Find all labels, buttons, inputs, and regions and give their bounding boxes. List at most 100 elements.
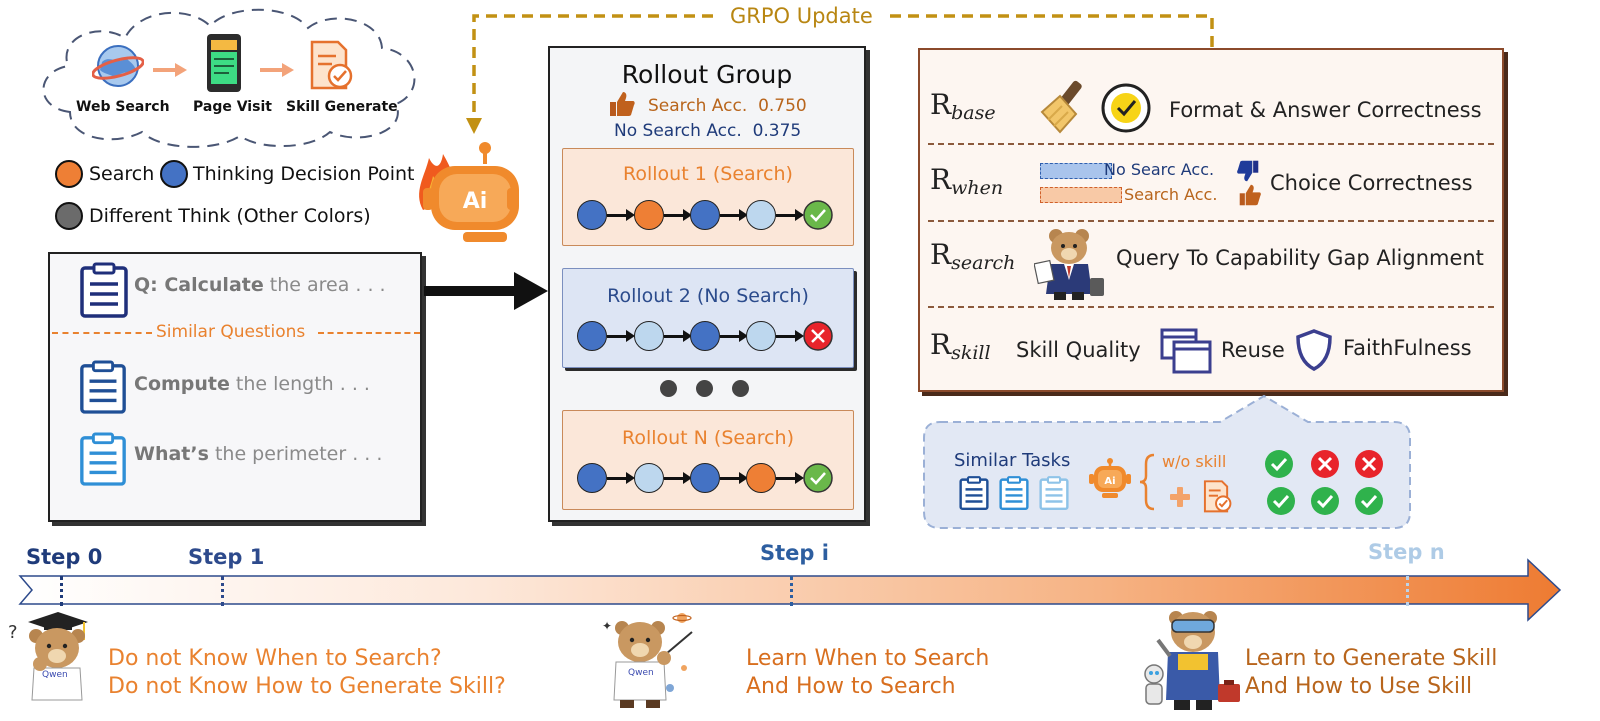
nosearch-acc-label: No Search Acc. xyxy=(614,121,742,141)
caption-stage-n-line2: And How to Use Skill xyxy=(1245,674,1473,699)
ellipsis-dot xyxy=(732,380,749,397)
plus-icon xyxy=(1168,485,1192,509)
chain-node xyxy=(746,321,776,351)
search-bar xyxy=(1040,187,1122,203)
wo-skill-label: w/o skill xyxy=(1162,452,1227,471)
similar-divider-left xyxy=(52,332,152,334)
bear-engineer-icon xyxy=(1138,604,1242,714)
r-when-search: Search Acc. xyxy=(1124,185,1218,204)
clipboard-icon xyxy=(1038,476,1070,510)
nosearch-acc: No Search Acc. 0.375 xyxy=(614,121,801,141)
result-cross-icon xyxy=(1354,449,1384,479)
r-skill-sub: skill xyxy=(951,342,991,364)
chain-arrow xyxy=(720,209,748,221)
r-search-label: Rsearch xyxy=(930,238,1015,274)
timeline-step-1: Step 1 xyxy=(188,545,265,569)
result-check-icon xyxy=(1264,449,1294,479)
timeline-step-i: Step i xyxy=(760,541,829,565)
similar-question-3-bold: What’s xyxy=(134,443,209,465)
r-skill-r: R xyxy=(930,328,952,361)
rollout-2-title: Rollout 2 (No Search) xyxy=(607,285,809,307)
caption-stage-0-line2: Do not Know How to Generate Skill? xyxy=(108,674,506,699)
chain-arrow xyxy=(607,209,635,221)
main-question-rest: the area . . . xyxy=(263,274,386,296)
bear-student-icon: ? xyxy=(4,608,88,708)
legend-thinking-label: Thinking Decision Point xyxy=(193,163,415,185)
similar-tasks-title: Similar Tasks xyxy=(954,450,1071,471)
grpo-update-loop xyxy=(460,0,1230,135)
ai-robot-icon: Ai xyxy=(413,140,525,246)
ellipsis-dot xyxy=(660,380,677,397)
bear-businessman-icon xyxy=(1033,226,1106,302)
caption-stage-n-line1: Learn to Generate Skill xyxy=(1245,646,1498,671)
r-base-sub: base xyxy=(951,102,996,124)
clipboard-icon xyxy=(78,360,128,414)
legend-search-dot xyxy=(55,160,83,188)
chain-arrow xyxy=(776,472,804,484)
r-base-text: Format & Answer Correctness xyxy=(1169,98,1482,122)
chain-node xyxy=(577,321,607,351)
svg-text:✦: ✦ xyxy=(602,619,612,633)
r-when-label: Rwhen xyxy=(930,163,1003,199)
chain-node xyxy=(577,200,607,230)
clipboard-icon xyxy=(78,432,128,486)
legend-search-label: Search xyxy=(89,163,155,185)
r-search-r: R xyxy=(930,238,952,271)
main-question: Q: Calculate the area . . . xyxy=(134,274,386,296)
page-visit-icon xyxy=(205,32,243,94)
cross-icon xyxy=(802,320,834,352)
chain-node xyxy=(690,321,720,351)
r-skill-label: Rskill xyxy=(930,328,991,364)
chain-node xyxy=(634,321,664,351)
nosearch-acc-value: 0.375 xyxy=(752,121,802,141)
similar-divider-right xyxy=(318,332,420,334)
r-when-r: R xyxy=(930,163,952,196)
r-when-nosearch: No Searc Acc. xyxy=(1104,160,1215,179)
chain-arrow xyxy=(720,330,748,342)
rewards-separator xyxy=(928,143,1494,145)
similar-questions-label: Similar Questions xyxy=(156,322,306,342)
arrow-right-icon xyxy=(153,62,187,77)
ellipsis-dot xyxy=(696,380,713,397)
bear-teacher-icon: ✦ xyxy=(598,608,698,712)
chain-node xyxy=(746,200,776,230)
grpo-update-label: GRPO Update xyxy=(730,4,873,28)
flow-step-label: Skill Generate xyxy=(286,99,398,115)
timeline-tick-1 xyxy=(221,576,224,606)
result-cross-icon xyxy=(1310,449,1340,479)
globe-icon xyxy=(91,40,145,92)
windows-icon xyxy=(1160,328,1212,374)
skill-document-icon xyxy=(308,40,356,92)
chain-node xyxy=(746,463,776,493)
clipboard-icon xyxy=(998,476,1030,510)
chain-arrow xyxy=(607,330,635,342)
bracket-icon xyxy=(1138,452,1158,512)
chain-arrow xyxy=(776,209,804,221)
chain-arrow xyxy=(664,330,692,342)
result-check-icon xyxy=(1354,486,1384,516)
caption-stage-i-line1: Learn When to Search xyxy=(746,646,990,671)
check-icon xyxy=(802,462,834,494)
similar-question-3-rest: the perimeter . . . xyxy=(208,443,383,465)
rollout-1: Rollout 1 (Search) xyxy=(562,148,854,246)
timeline-step-n: Step n xyxy=(1368,540,1445,564)
r-skill-quality: Skill Quality xyxy=(1016,338,1141,362)
chain-node xyxy=(634,463,664,493)
caption-stage-0-line1: Do not Know When to Search? xyxy=(108,646,442,671)
rollout-n: Rollout N (Search) xyxy=(562,410,854,510)
main-question-bold: Q: Calculate xyxy=(134,274,264,296)
chain-node xyxy=(577,463,607,493)
legend-different-label: Different Think (Other Colors) xyxy=(89,205,371,227)
chain-node xyxy=(690,463,720,493)
result-check-icon xyxy=(1266,486,1296,516)
chain-arrow xyxy=(607,472,635,484)
similar-question-2-rest: the length . . . xyxy=(229,373,370,395)
rollout-group-title: Rollout Group xyxy=(621,60,793,89)
qwen-shirt-label: Qwen xyxy=(628,668,654,678)
arrow-right-icon xyxy=(260,62,294,77)
timeline-tick-i xyxy=(790,576,793,606)
search-acc-label: Search Acc. xyxy=(648,96,748,116)
r-search-sub: search xyxy=(951,252,1016,274)
svg-text:Ai: Ai xyxy=(1104,476,1115,487)
thumbs-up-icon xyxy=(608,90,636,118)
